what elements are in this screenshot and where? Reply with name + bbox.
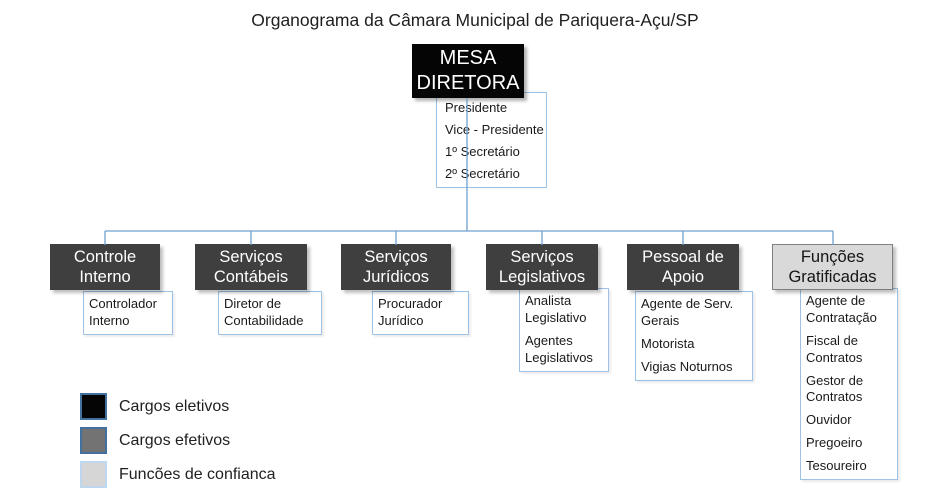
legend-label: Funcões de confianca (119, 465, 276, 483)
legend-swatch-gray (80, 427, 107, 454)
role-item: Agente de Serv. Gerais (641, 296, 734, 328)
legend-row-cargos-efetivos: Cargos efetivos (80, 427, 230, 454)
legend-swatch-black (80, 393, 107, 420)
role-item: Procurador Jurídico (378, 296, 443, 328)
role-item: Analista Legislativo (525, 293, 587, 325)
legend-label: Cargos eletivos (119, 397, 230, 415)
role-item: Agentes Legislativos (525, 332, 593, 365)
member-item: 1º Secretário (445, 144, 520, 159)
page-title: Organograma da Câmara Municipal de Pariq… (251, 10, 699, 30)
legend-label: Cargos efetivos (119, 431, 231, 449)
node-servicos-juridicos: Serviços Jurídicos (341, 244, 451, 290)
role-item: Vigias Noturnos (641, 358, 733, 374)
role-item: Gestor de Contratos (806, 372, 864, 405)
node-servicos-legislativos: Serviços Legislativos (486, 244, 598, 290)
role-item: Ouvidor (806, 412, 852, 428)
legend-swatch-lightgray (80, 461, 107, 488)
role-item: Motorista (641, 335, 695, 351)
node-servicos-contabeis: Serviços Contábeis (195, 244, 307, 290)
node-mesa-diretora: MESA DIRETORA (412, 44, 524, 98)
role-item: Agente de Contratação (806, 293, 877, 325)
roles-servicos-juridicos: Procurador Jurídico (372, 291, 469, 335)
member-item: Presidente (445, 100, 508, 115)
legend-row-cargos-eletivos: Cargos eletivos (80, 393, 229, 420)
role-item: Controlador Interno (89, 296, 157, 328)
member-item: 2º Secretário (445, 166, 520, 181)
member-item: Vice - Presidente (445, 122, 544, 137)
node-controle-interno: Controle Interno (50, 244, 160, 290)
role-item: Fiscal de Contratos (806, 332, 863, 365)
role-item: Tesoureiro (806, 458, 867, 474)
roles-controle-interno: Controlador Interno (83, 291, 173, 335)
legend-row-funcoes-confianca: Funcões de confianca (80, 461, 276, 488)
node-pessoal-de-apoio: Pessoal de Apoio (627, 244, 739, 290)
role-item: Diretor de Contabilidade (224, 296, 304, 328)
node-funcoes-gratificadas: Funções Gratificadas (772, 244, 893, 290)
roles-servicos-contabeis: Diretor de Contabilidade (218, 291, 322, 335)
role-item: Pregoeiro (806, 435, 863, 451)
